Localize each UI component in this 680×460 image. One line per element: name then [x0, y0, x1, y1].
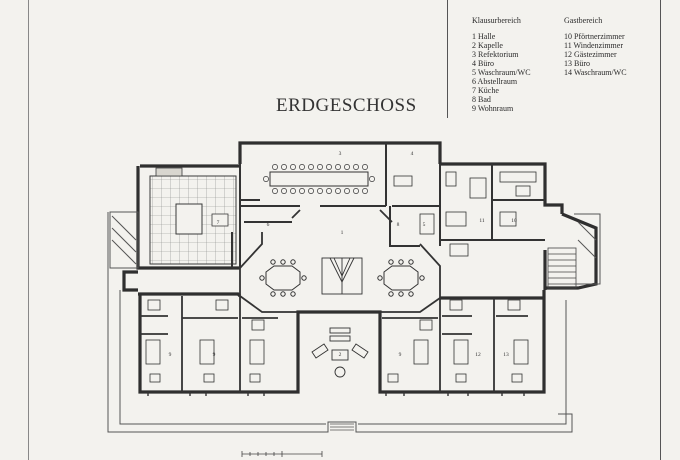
frame-left-line [28, 0, 29, 460]
refectory-table-group [263, 164, 375, 194]
legend-item: 8 Bad [472, 95, 491, 104]
hall-table-right [377, 259, 425, 297]
office-furniture [393, 171, 537, 257]
terrace-outline [107, 212, 573, 433]
interior-walls [231, 143, 545, 268]
hall-table-left [259, 259, 307, 297]
legend-item: 10 Pförtnerzimmer [564, 32, 625, 41]
room-label-kapelle: 2 [339, 352, 342, 358]
room-label-gast-2: 13 [503, 352, 509, 358]
legend-item: 13 Büro [564, 59, 590, 68]
room-label-wc-a: 8 [397, 222, 400, 228]
legend-item: 4 Büro [472, 59, 494, 68]
legend-item: 14 Waschraum/WC [564, 68, 627, 77]
scale-bar [241, 451, 323, 457]
legend-heading-gast: Gastbereich [564, 16, 603, 25]
central-stair [321, 257, 363, 295]
legend-heading-klausur: Klausurbereich [472, 16, 521, 25]
room-label-pfoertner: 10 [511, 218, 517, 224]
legend-divider [447, 0, 448, 118]
room-label-buero-nord: 4 [411, 151, 414, 157]
east-porch [574, 213, 601, 285]
kitchen-island [175, 203, 203, 235]
room-label-refektorium: 3 [339, 151, 342, 157]
room-label-wohn-3: 9 [399, 352, 402, 358]
kitchen-stove [211, 213, 229, 227]
left-wing [109, 211, 139, 269]
legend-item: 9 Wohnraum [472, 104, 514, 113]
east-stair [547, 247, 577, 289]
legend-item: 6 Abstellraum [472, 77, 518, 86]
legend-item: 11 Windenzimmer [564, 41, 623, 50]
room-label-wohn-2: 9 [213, 352, 216, 358]
legend-klausur: Klausurbereich 1 Halle 2 Kapelle 3 Refek… [472, 16, 582, 113]
room-label-windenzimmer: 11 [479, 218, 485, 224]
room-label-halle: 1 [341, 230, 344, 236]
legend-item: 12 Gästezimmer [564, 50, 617, 59]
legend-gast: Gastbereich 10 Pförtnerzimmer 11 Windenz… [564, 16, 674, 77]
frame-right-line [660, 0, 661, 460]
entrance-steps [330, 423, 354, 431]
legend-item: 2 Kapelle [472, 41, 503, 50]
room-label-abstell: 6 [267, 222, 270, 228]
legend-item: 3 Refektorium [472, 50, 519, 59]
kitchen-counter [155, 167, 183, 177]
legend-item: 7 Küche [472, 86, 499, 95]
room-furniture [145, 299, 529, 383]
hall [239, 209, 441, 313]
chapel-furniture [311, 327, 369, 378]
south-window-marks [147, 392, 525, 396]
floor-title: ERDGESCHOSS [276, 95, 417, 116]
room-label-gast-1: 12 [475, 352, 481, 358]
legend-item: 5 Waschraum/WC [472, 68, 531, 77]
legend-item: 1 Halle [472, 32, 496, 41]
south-room-walls [140, 296, 528, 392]
room-label-kueche: 7 [217, 220, 220, 226]
room-label-wc-b: 5 [423, 222, 426, 228]
room-label-wohn-1: 9 [169, 352, 172, 358]
